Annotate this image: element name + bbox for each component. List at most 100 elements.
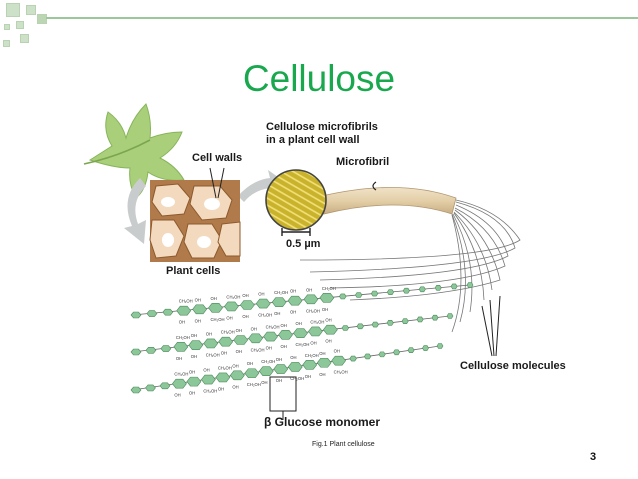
group-label: OH	[281, 344, 287, 349]
group-label: OH	[211, 296, 217, 301]
page-number: 3	[590, 451, 597, 463]
glucose-ring	[218, 336, 234, 347]
glucose-ring	[130, 348, 142, 356]
group-label: OH	[242, 293, 248, 298]
group-label: CH₂OH	[306, 308, 320, 313]
group-label: CH₂OH	[226, 294, 240, 299]
plant-cells-illustration	[149, 167, 241, 262]
group-label: OH	[242, 314, 248, 319]
group-label: OH	[305, 374, 311, 379]
glucose-ring	[176, 305, 192, 316]
group-label: OH	[290, 310, 296, 315]
group-label: OH	[191, 354, 197, 359]
group-label: OH	[295, 321, 301, 326]
glucose-ring	[188, 340, 204, 350]
monomer-box	[269, 376, 297, 412]
glucose-ring	[145, 346, 157, 354]
group-label: OH	[319, 351, 325, 356]
group-label: OH	[276, 357, 282, 362]
group-label: CH₂OH	[322, 286, 336, 291]
microfibril-label: Microfibril	[336, 156, 390, 168]
glucose-ring	[354, 292, 363, 298]
glucose-ring	[203, 338, 219, 349]
microfibrils-heading-line1: Cellulose microfibrils	[266, 121, 378, 133]
group-label: OH	[221, 351, 227, 356]
group-label: OH	[203, 368, 209, 373]
figure-caption: Fig.1 Plant cellulose	[312, 441, 375, 448]
group-label: CH₂OH	[247, 382, 261, 387]
group-label: CH₂OH	[258, 313, 272, 318]
glucose-ring	[173, 342, 189, 352]
glucose-ring	[422, 345, 429, 351]
glucose-ring	[316, 357, 332, 368]
glucose-ring	[341, 325, 350, 331]
group-label: OH	[306, 287, 312, 292]
group-label: CH₂OH	[305, 353, 319, 358]
glucose-ring	[233, 335, 249, 345]
group-label: CH₂OH	[334, 370, 348, 375]
group-label: OH	[232, 363, 238, 368]
group-label: OH	[290, 289, 296, 294]
group-label: CH₂OH	[218, 365, 232, 370]
glucose-ring	[450, 283, 458, 290]
group-label: OH	[189, 370, 195, 375]
glucose-ring	[302, 360, 318, 370]
glucose-ring	[146, 310, 158, 317]
group-label: CH₂OH	[251, 347, 265, 352]
group-label: OH	[174, 393, 180, 398]
glucose-ring	[162, 308, 174, 316]
group-label: OH	[191, 333, 197, 338]
group-label: OH	[251, 326, 257, 331]
header-rule	[46, 17, 638, 19]
cell-walls-label: Cell walls	[192, 152, 243, 164]
group-label: OH	[290, 355, 296, 360]
glucose-ring	[215, 372, 231, 383]
group-label: OH	[232, 384, 238, 389]
glucose-ring	[130, 386, 142, 394]
glucose-ring	[319, 293, 335, 303]
group-label: OH	[325, 339, 331, 344]
scale-bar-label: 0.5 µm	[286, 238, 321, 250]
group-label: OH	[310, 340, 316, 345]
glucose-ring	[339, 293, 347, 300]
glucose-ring	[434, 285, 442, 291]
glucose-ring	[192, 304, 207, 315]
glucose-ring	[160, 345, 172, 352]
glucose-ring	[287, 362, 303, 372]
glucose-ring	[244, 368, 260, 379]
glucose-ring	[172, 378, 187, 389]
group-label: CH₂OH	[174, 372, 188, 377]
glucose-ring	[186, 376, 202, 387]
group-label: OH	[266, 346, 272, 351]
group-label: OH	[274, 311, 280, 316]
glucose-ring	[239, 300, 255, 310]
plant-cells-label: Plant cells	[166, 265, 221, 277]
glucose-ring	[145, 384, 156, 392]
slide-title: Cellulose	[242, 58, 396, 99]
group-label: OH	[247, 361, 253, 366]
glucose-ring	[370, 290, 379, 297]
group-label: CH₂OH	[295, 342, 309, 347]
group-label: CH₂OH	[290, 376, 304, 381]
group-label: OH	[195, 297, 201, 302]
glucose-ring	[386, 289, 395, 295]
glucose-ring	[159, 382, 171, 390]
group-label: CH₂OH	[211, 317, 225, 322]
group-label: OH	[179, 320, 185, 325]
glucose-ring	[258, 366, 274, 376]
group-label: CH₂OH	[221, 330, 235, 335]
glucose-ring	[255, 298, 271, 309]
group-label: OH	[258, 292, 264, 297]
glucose-ring	[303, 294, 319, 305]
glucose-ring	[356, 323, 364, 330]
glucose-ring	[418, 286, 426, 293]
microfibril-tube	[299, 187, 521, 333]
group-label: OH	[319, 372, 325, 377]
group-label: OH	[189, 391, 195, 396]
glucose-ring	[402, 287, 410, 294]
glucose-ring	[278, 330, 293, 340]
glucose-ring	[224, 301, 239, 312]
glucose-ring	[308, 326, 323, 337]
group-label: OH	[276, 378, 282, 383]
